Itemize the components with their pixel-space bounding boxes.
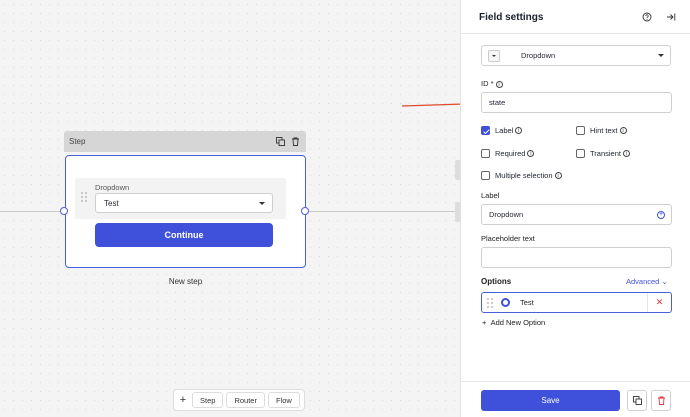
checkbox[interactable] xyxy=(481,171,490,180)
label-input[interactable]: Dropdown + xyxy=(481,204,672,225)
checkbox[interactable] xyxy=(576,126,585,135)
add-option-button[interactable]: + Add New Option xyxy=(482,318,545,327)
panel-collapse-tab[interactable] xyxy=(455,160,461,222)
input-connector[interactable] xyxy=(60,207,68,215)
toolbar-flow-button[interactable]: Flow xyxy=(267,392,300,408)
footer-divider xyxy=(461,381,690,382)
field-settings-panel: Field settings Dropdown ID *i state Labe… xyxy=(460,0,690,417)
label-heading: Label xyxy=(481,191,500,200)
dropdown-value: Test xyxy=(104,198,119,208)
info-icon: i xyxy=(515,127,523,134)
plus-icon: + xyxy=(482,318,491,327)
dropdown-field-block[interactable]: Dropdown Test xyxy=(75,178,286,219)
drag-handle-icon[interactable] xyxy=(81,192,87,202)
help-icon[interactable] xyxy=(641,11,653,23)
continue-button[interactable]: Continue xyxy=(95,223,273,247)
dropdown-select[interactable]: Test xyxy=(95,193,273,213)
id-label: ID *i xyxy=(481,79,503,88)
copy-icon[interactable] xyxy=(274,136,286,148)
advanced-toggle[interactable]: Advanced ⌄ xyxy=(626,277,668,286)
option-text[interactable]: Test xyxy=(520,298,534,307)
copy-icon xyxy=(632,396,642,405)
edge-in xyxy=(0,211,64,212)
edge-out xyxy=(307,211,457,212)
info-icon: i xyxy=(554,172,562,179)
field-type-select[interactable]: Dropdown xyxy=(481,45,671,66)
info-icon: i xyxy=(623,150,630,157)
checkbox[interactable] xyxy=(576,149,585,158)
trash-icon[interactable] xyxy=(289,136,301,148)
duplicate-button[interactable] xyxy=(627,390,647,411)
label-input-value: Dropdown xyxy=(489,210,524,219)
info-icon: i xyxy=(495,80,503,88)
id-input[interactable]: state xyxy=(481,92,672,113)
placeholder-input[interactable] xyxy=(481,247,672,268)
checkbox-hint-text-label: Hint text xyxy=(590,126,618,135)
toolbar-step-button[interactable]: Step xyxy=(192,392,224,408)
options-heading: Options xyxy=(481,277,512,286)
chevron-down-icon xyxy=(658,54,664,57)
checkbox-required-label: Required xyxy=(495,149,526,158)
close-icon[interactable]: ✕ xyxy=(647,293,671,312)
dropdown-type-icon xyxy=(488,49,500,62)
drag-handle-icon[interactable] xyxy=(487,297,493,308)
bottom-toolbar: + Step Router Flow xyxy=(173,389,305,411)
plus-circle-icon[interactable]: + xyxy=(657,211,665,219)
id-label-text: ID * xyxy=(481,79,494,88)
trash-icon xyxy=(657,396,665,405)
placeholder-heading: Placeholder text xyxy=(481,234,535,243)
flow-canvas[interactable]: Step Dropdown Test Continue New step + S… xyxy=(0,0,472,417)
header-divider xyxy=(461,33,690,34)
info-icon: i xyxy=(619,127,627,134)
add-option-label: Add New Option xyxy=(490,318,546,327)
option-row[interactable]: Test ✕ xyxy=(481,292,672,313)
save-button[interactable]: Save xyxy=(481,390,620,411)
option-radio[interactable] xyxy=(501,298,510,307)
dropdown-field-label: Dropdown xyxy=(95,183,130,192)
step-header-title: Step xyxy=(69,137,86,146)
chevron-down-icon xyxy=(259,202,265,205)
step-card[interactable]: Dropdown Test Continue xyxy=(65,155,306,268)
collapse-panel-icon[interactable] xyxy=(665,11,677,23)
delete-button[interactable] xyxy=(651,390,671,411)
step-name: New step xyxy=(168,277,203,286)
panel-title: Field settings xyxy=(479,12,544,23)
toolbar-router-button[interactable]: Router xyxy=(226,392,265,408)
checkbox-multiple-selection-label: Multiple selection xyxy=(495,171,553,180)
output-connector[interactable] xyxy=(301,207,309,215)
checkbox[interactable] xyxy=(481,149,490,158)
step-header[interactable]: Step xyxy=(64,131,306,152)
info-icon: i xyxy=(527,150,535,157)
field-type-value: Dropdown xyxy=(521,51,556,60)
add-icon[interactable]: + xyxy=(179,394,187,406)
checkbox-label-text: Label xyxy=(495,126,514,135)
checkbox[interactable] xyxy=(481,126,490,135)
checkbox-transient-label: Transient xyxy=(590,149,621,158)
id-input-value: state xyxy=(489,98,506,107)
